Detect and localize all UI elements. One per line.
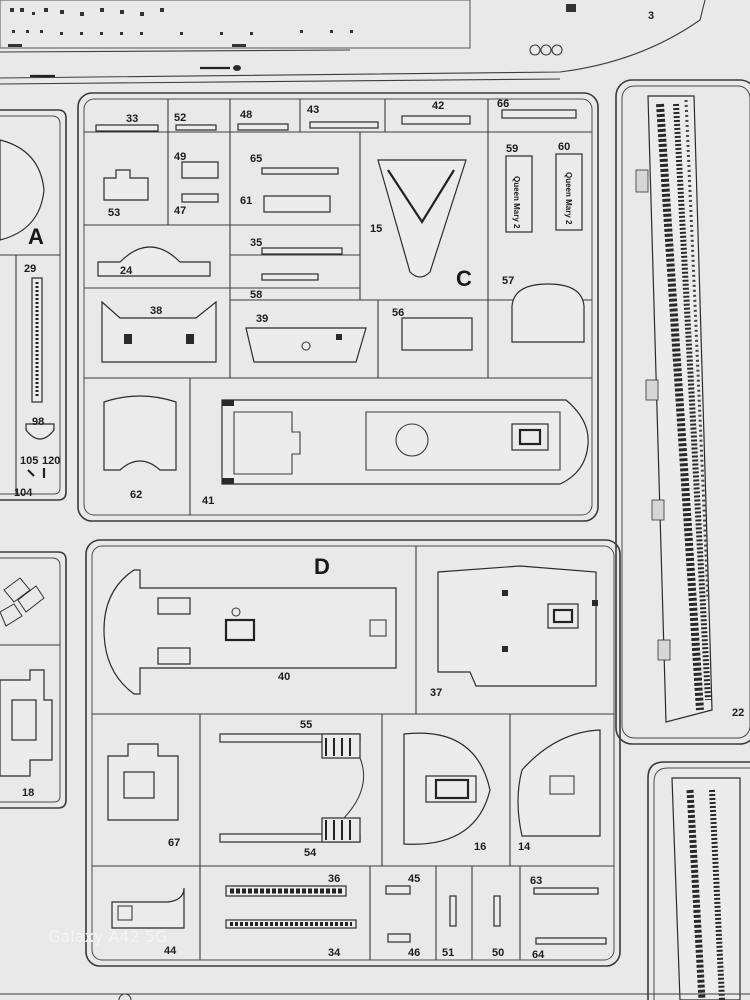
part-number-120: 120 [42,455,60,467]
part-number-57: 57 [502,275,514,287]
qm-nameplate-59: Queen Mary 2 [512,176,521,229]
part-number-15: 15 [370,223,382,235]
hull-side-22: 22 [615,79,750,745]
hull-side-lower [647,761,750,1000]
part-number-43: 43 [307,104,319,116]
part-number-3: 3 [648,10,654,22]
part-number-64: 64 [532,949,545,961]
part-number-50: 50 [492,947,504,959]
part-number-59: 59 [506,143,518,155]
part-number-44: 44 [164,945,177,957]
part-number-55: 55 [300,719,312,731]
part-number-24: 24 [120,265,133,277]
frame-label-a: A [28,224,44,249]
part-number-14: 14 [518,841,531,853]
frame-c: 33 52 48 43 42 66 53 49 47 65 61 15 C Qu… [77,92,599,522]
part-number-56: 56 [392,307,404,319]
part-number-58: 58 [250,289,262,301]
part-number-18: 18 [22,787,34,799]
part-number-61: 61 [240,195,252,207]
part-number-48: 48 [240,109,252,121]
part-number-60: 60 [558,141,570,153]
part-number-46: 46 [408,947,420,959]
part-number-39: 39 [256,313,268,325]
part-number-47: 47 [174,205,186,217]
part-number-38: 38 [150,305,162,317]
part-number-36: 36 [328,873,340,885]
part-number-34: 34 [328,947,341,959]
part-number-63: 63 [530,875,542,887]
part-number-65: 65 [250,153,262,165]
part-number-35: 35 [250,237,262,249]
frame-label-d: D [314,554,330,579]
part-number-98: 98 [32,416,44,428]
part-number-105: 105 [20,455,38,467]
part-number-40: 40 [278,671,290,683]
part-number-45: 45 [408,873,420,885]
part-number-54: 54 [304,847,317,859]
part-number-22: 22 [732,707,744,719]
frame-label-c: C [456,266,472,291]
part-number-37: 37 [430,687,442,699]
part-number-51: 51 [442,947,454,959]
part-number-53: 53 [108,207,120,219]
part-number-67: 67 [168,837,180,849]
camera-watermark: Galaxy A42 5G [48,927,167,946]
part-number-52: 52 [174,112,186,124]
part-number-29: 29 [24,263,36,275]
part-number-33: 33 [126,113,138,125]
part-number-66: 66 [497,98,509,110]
part-number-41: 41 [202,495,214,507]
top-sprue: 3 [0,0,706,85]
part-number-16: 16 [474,841,486,853]
part-number-62: 62 [130,489,142,501]
frame-d: D 40 37 67 55 54 16 [85,539,621,967]
qm-nameplate-60: Queen Mary 2 [564,172,573,225]
part-number-49: 49 [174,151,186,163]
part-number-42: 42 [432,100,444,112]
frame-a: A 29 98 105 120 104 [0,109,67,501]
part-number-104: 104 [14,487,33,499]
frame-b-partial: 18 [0,551,67,809]
